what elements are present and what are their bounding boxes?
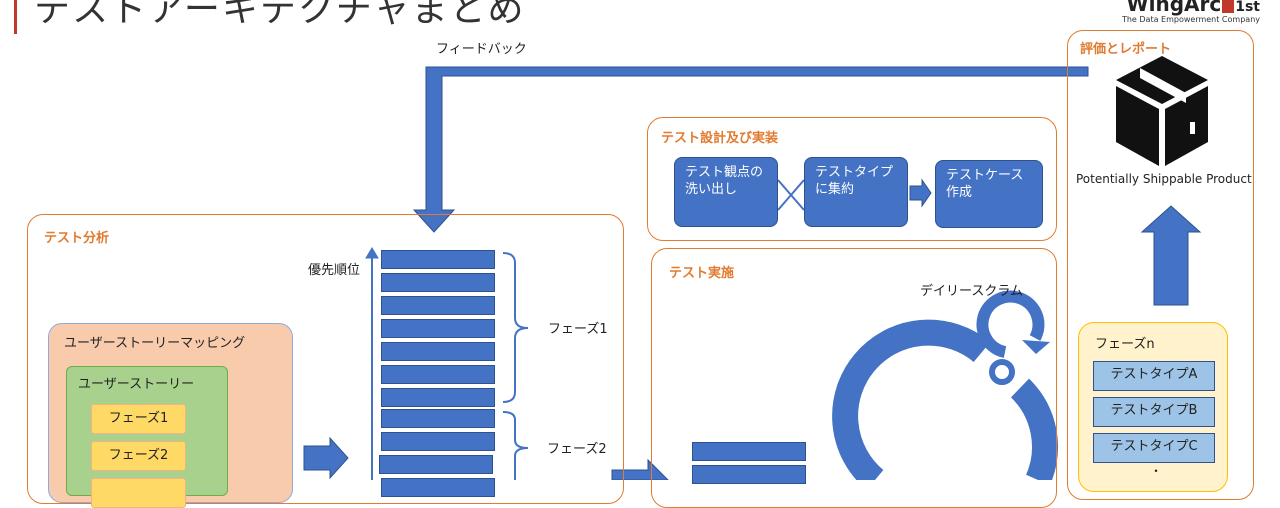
phase-n-ellipsis: ・ [1150,464,1163,478]
test-type-a: テストタイプA [1093,361,1215,391]
backlog-item [381,319,495,338]
product-label: Potentially Shippable Product [1076,172,1252,186]
phase2-label: フェーズ2 [547,442,607,457]
logo-text: WingArc [1126,0,1222,16]
design-step-test-types: テストタイプに集約 [804,157,908,227]
design-step-test-cases: テストケース作成 [935,160,1043,228]
priority-label: 優先順位 [308,263,361,278]
backlog-item [381,432,495,451]
evaluation-title: 評価とレポート [1080,42,1172,57]
design-cross-connector [777,179,805,211]
test-type-c: テストタイプC [1093,433,1215,463]
backlog-item [381,365,495,384]
sprint-cycle-icon-right [1010,378,1058,480]
backlog-item [381,250,495,269]
mapping-to-backlog-arrow [303,436,349,480]
product-up-arrow [1140,205,1202,306]
diagram-arrows [303,66,1202,480]
title-accent-bar [14,0,17,34]
priority-arrow [365,247,379,480]
backlog-item [381,388,495,407]
design-panel [647,117,1057,241]
backlog-item [381,409,495,428]
daily-scrum-label: デイリースクラム [920,284,1023,299]
phase1-brace [502,252,529,403]
user-story-phase1: フェーズ1 [91,404,186,434]
user-story-title: ユーザーストーリー [78,377,195,392]
design-title: テスト設計及び実装 [661,131,779,146]
design-arrow [909,178,932,208]
logo-mark-icon [1222,0,1235,13]
design-step-viewpoints: テスト観点の洗い出し [674,157,778,227]
phase-n-title: フェーズn [1095,337,1155,352]
product-box-icon [1116,56,1208,166]
backlog-item [381,296,495,315]
backlog-item [381,342,495,361]
analysis-title: テスト分析 [44,231,110,246]
backlog-item [381,478,495,497]
page-title: テストアーキテクチャまとめ [34,0,526,30]
phase2-brace [502,411,529,480]
user-story-item [91,478,186,508]
feedback-arrow [412,66,1089,233]
company-logo: WingArc 1st [1127,0,1260,16]
sprint-backlog-item [692,442,806,461]
sprint-backlog-item [692,465,806,484]
execution-title: テスト実施 [669,266,735,281]
backlog-item [379,455,493,474]
test-type-b: テストタイプB [1093,397,1215,427]
phase1-label: フェーズ1 [548,322,608,337]
user-story-phase2: フェーズ2 [91,441,186,471]
company-tagline: The Data Empowerment Company [1121,15,1260,24]
feedback-label: フィードバック [436,42,527,57]
story-mapping-title: ユーザーストーリーマッピング [64,336,246,351]
backlog-to-execution-arrow [611,458,669,480]
backlog-item [381,273,495,292]
sprint-cycle-icon [832,319,991,480]
logo-suffix: 1st [1235,0,1260,15]
